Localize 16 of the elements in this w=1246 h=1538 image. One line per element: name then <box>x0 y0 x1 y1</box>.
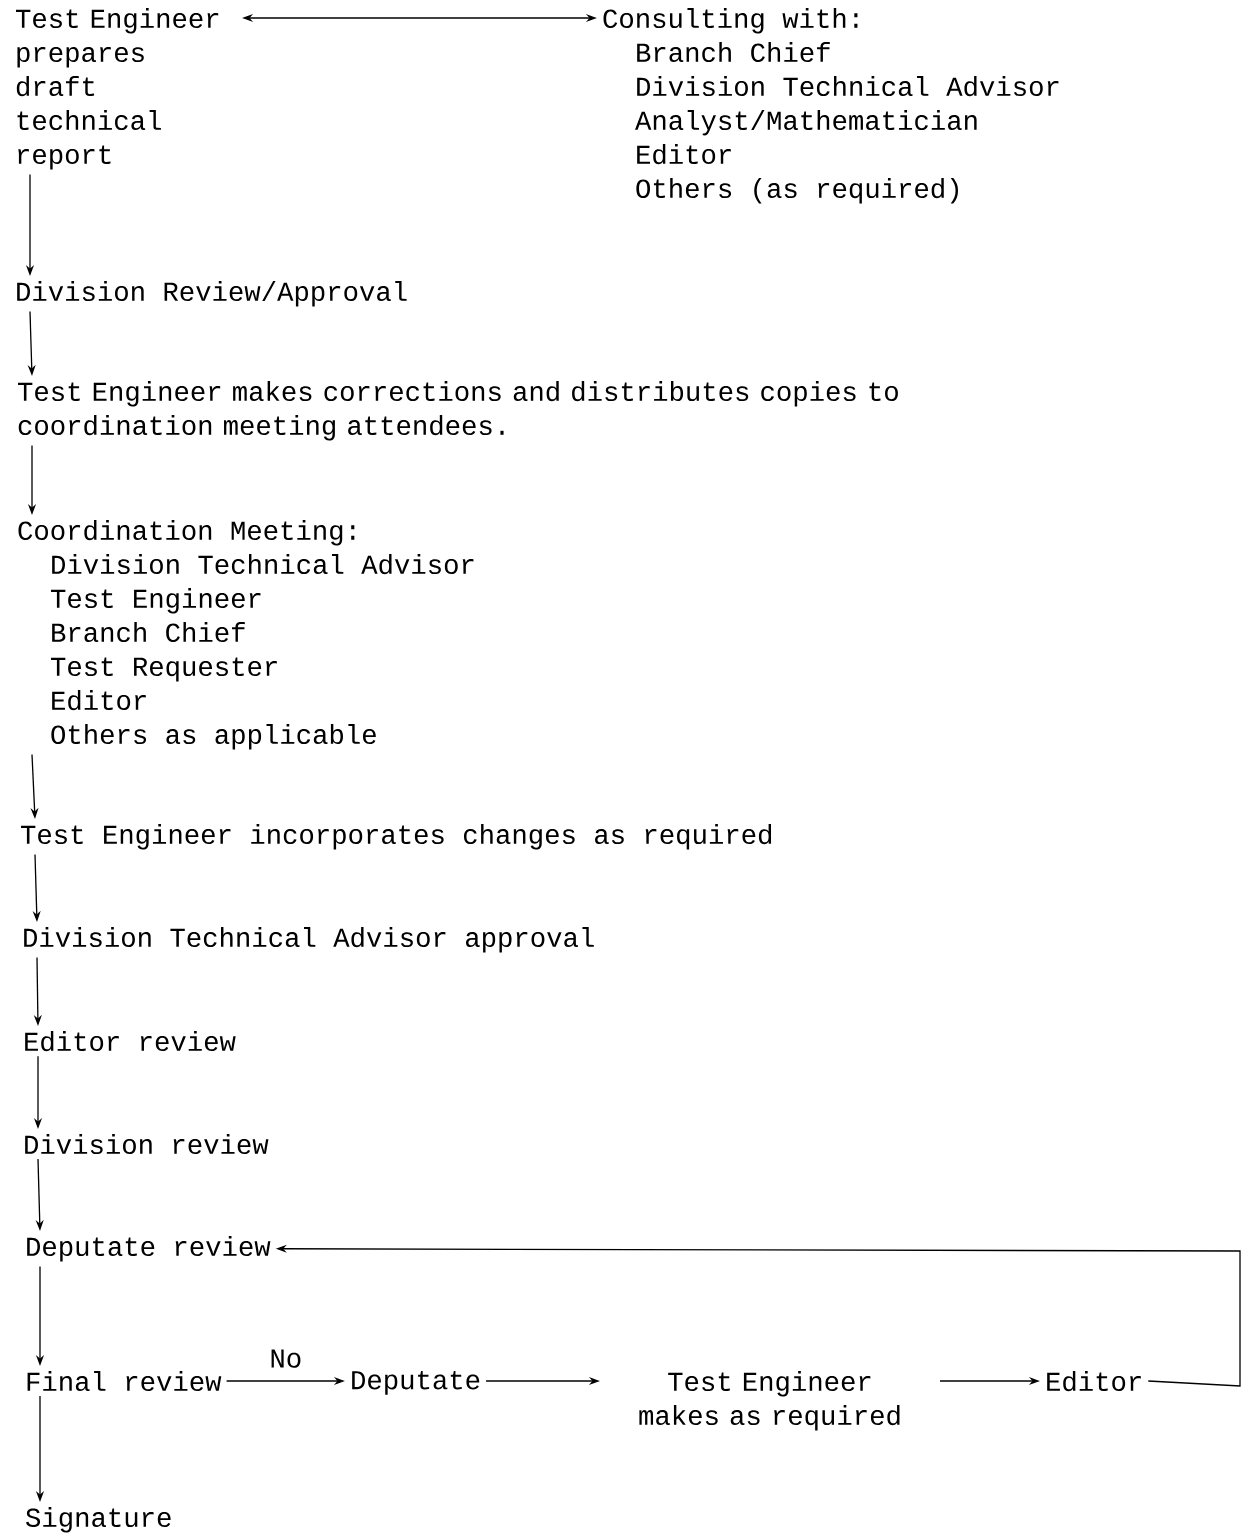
step-text: Division Review/Approval <box>17 281 407 307</box>
step-text: Final review <box>27 1371 222 1392</box>
step-text: Test Engineer prepares draft technical report <box>16 8 219 170</box>
step-text: Division review <box>25 1134 269 1155</box>
step-text: Editor review <box>25 1031 236 1052</box>
step-text: Deputate <box>352 1371 480 1395</box>
step-text: Coordination Meeting: Division Technical Advisor Test Engineer Branch Chief Test Requester Editor Others as applicable <box>18 520 474 750</box>
step-text: Test Engineer makes as required <box>639 1371 900 1431</box>
step-text: Division Technical Advisor approval <box>24 927 594 953</box>
step-text: Signature <box>26 1507 171 1533</box>
step-text: Deputate review <box>27 1236 271 1262</box>
step-text: Test Engineer makes corrections and distributes copies to coordination meeting attendees. <box>18 381 898 441</box>
step-text: Editor <box>1047 1371 1141 1392</box>
step-text: Consulting with: Branch Chief Division Technical Advisor Analyst/Mathematician Editor Others (as required) <box>603 8 1059 204</box>
edge-label: No <box>268 1348 304 1369</box>
step-text: Test Engineer incorporates changes as required <box>21 824 772 850</box>
